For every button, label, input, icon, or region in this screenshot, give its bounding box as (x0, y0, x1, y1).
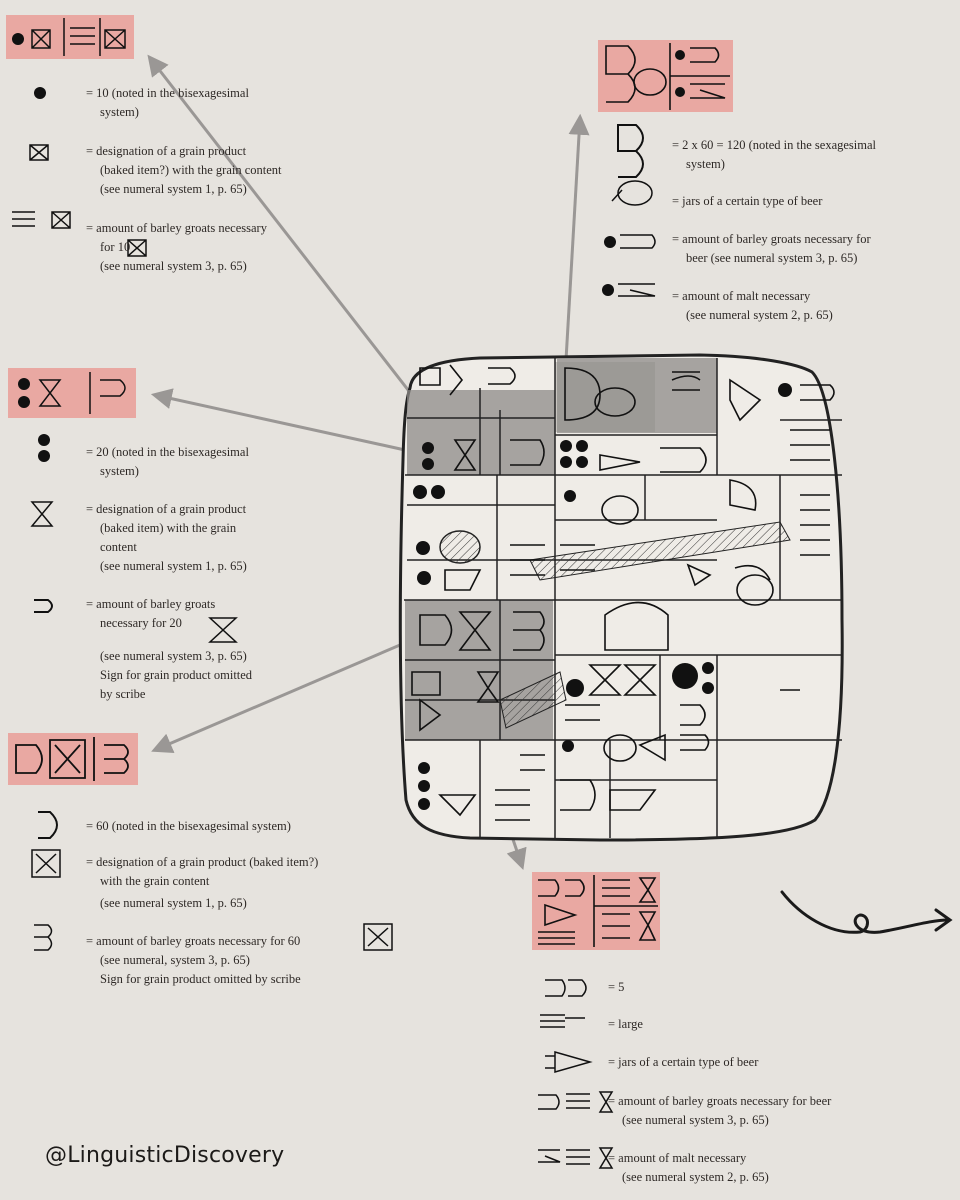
legend-3-item-3: = amount of barley groats necessary for … (86, 932, 301, 989)
grain-product-icon (29, 144, 49, 161)
legend-text: = 20 (noted in the bisexagesimal (86, 445, 249, 459)
legend-text: (see numeral system 1, p. 65) (100, 182, 247, 196)
legend-1-item-2: = designation of a grain product (baked … (86, 142, 282, 199)
legend-text: = 5 (608, 980, 625, 994)
legend-text: beer (see numeral system 3, p. 65) (686, 251, 858, 265)
legend-4-item-4: = amount of malt necessary (see numeral … (672, 287, 833, 325)
legend-1-item-1: = 10 (noted in the bisexagesimal system) (86, 84, 249, 122)
legend-text: = amount of barley groats necessary for … (86, 934, 301, 948)
arrow-to-box-3 (151, 643, 401, 754)
legend-5-item-5: = amount of malt necessary (see numeral … (608, 1149, 769, 1187)
legend-5-item-2: = large (608, 1015, 643, 1034)
legend-2-item-3: = amount of barley groats necessary for … (86, 595, 252, 704)
sign-box-5 (532, 872, 660, 950)
legend-3-item-1: = 60 (noted in the bisexagesimal system) (86, 817, 291, 836)
legend-text: (see numeral system 2, p. 65) (686, 308, 833, 322)
legend-text: necessary for 20 (100, 616, 182, 630)
legend-text: = large (608, 1017, 643, 1031)
legend-text: = amount of barley groats necessary for (672, 232, 871, 246)
legend-text: (see numeral system 1, p. 65) (100, 896, 247, 910)
dot-sign-icon (34, 87, 46, 99)
legend-text: with the grain content (100, 874, 210, 888)
arrow-to-box-2 (150, 388, 406, 452)
legend-text: = designation of a grain product (86, 144, 247, 158)
legend-5-item-4: = amount of barley groats necessary for … (608, 1092, 831, 1130)
legend-text: = jars of a certain type of beer (672, 194, 823, 208)
legend-5-item-3: = jars of a certain type of beer (608, 1053, 758, 1072)
legend-4-item-3: = amount of barley groats necessary for … (672, 230, 871, 268)
shaded-region-3 (405, 600, 553, 740)
legend-text: system) (100, 105, 139, 119)
legend-text: Sign for grain product omitted by scribe (100, 972, 301, 986)
legend-text: = amount of barley groats necessary for … (608, 1094, 832, 1108)
legend-text: Sign for grain product omitted (100, 668, 253, 682)
legend-text: = 10 (noted in the bisexagesimal (86, 86, 249, 100)
legend-text: = amount of malt necessary (672, 289, 811, 303)
legend-text: = amount of barley groats necessary (86, 221, 267, 235)
legend-text: by scribe (100, 687, 146, 701)
arrow-to-box-4 (564, 113, 590, 361)
legend-text: = designation of a grain product (baked … (86, 855, 319, 869)
legend-text: = jars of a certain type of beer (608, 1055, 759, 1069)
legend-2-item-1: = 20 (noted in the bisexagesimal system) (86, 443, 249, 481)
legend-text: (see numeral, system 3, p. 65) (100, 953, 250, 967)
legend-2-item-2: = designation of a grain product (baked … (86, 500, 247, 576)
legend-text: (see numeral system 3, p. 65) (100, 259, 247, 273)
legend-text: = designation of a grain product (86, 502, 247, 516)
legend-text: = amount of malt necessary (608, 1151, 747, 1165)
legend-text: (see numeral system 3, p. 65) (100, 649, 247, 663)
legend-text: (see numeral system 1, p. 65) (100, 559, 247, 573)
legend-text: (baked item?) with the grain content (100, 163, 282, 177)
cuneiform-tablet (398, 353, 844, 842)
social-handle: @LinguisticDiscovery (45, 1143, 285, 1168)
legend-1-item-3: = amount of barley groats necessary for … (86, 219, 267, 276)
sign-box-1 (6, 15, 134, 59)
legend-4-item-2: = jars of a certain type of beer (672, 192, 822, 211)
legend-text: = amount of barley groats (86, 597, 216, 611)
legend-text: system) (100, 464, 139, 478)
sign-box-2 (8, 368, 136, 418)
legend-5-item-1: = 5 (608, 978, 624, 997)
arrow-to-box-1 (147, 54, 414, 396)
curly-arrow-icon (780, 890, 953, 934)
legend-text: = 2 x 60 = 120 (noted in the sexagesimal (672, 138, 876, 152)
legend-text: system) (686, 157, 725, 171)
barley-icon (12, 211, 35, 227)
legend-text: = 60 (noted in the bisexagesimal system) (86, 819, 291, 833)
sign-box-3 (8, 733, 138, 785)
legend-text: (see numeral system 2, p. 65) (622, 1170, 769, 1184)
sign-box-4 (598, 40, 733, 112)
legend-text: for 10 (100, 240, 131, 254)
legend-text: (baked item) with the grain (100, 521, 237, 535)
legend-text: (see numeral system 3, p. 65) (622, 1113, 769, 1127)
legend-text: content (100, 540, 137, 554)
legend-3-item-2: = designation of a grain product (baked … (86, 853, 318, 913)
legend-4-item-1: = 2 x 60 = 120 (noted in the sexagesimal… (672, 136, 876, 174)
legend-glyphs (12, 87, 656, 1169)
